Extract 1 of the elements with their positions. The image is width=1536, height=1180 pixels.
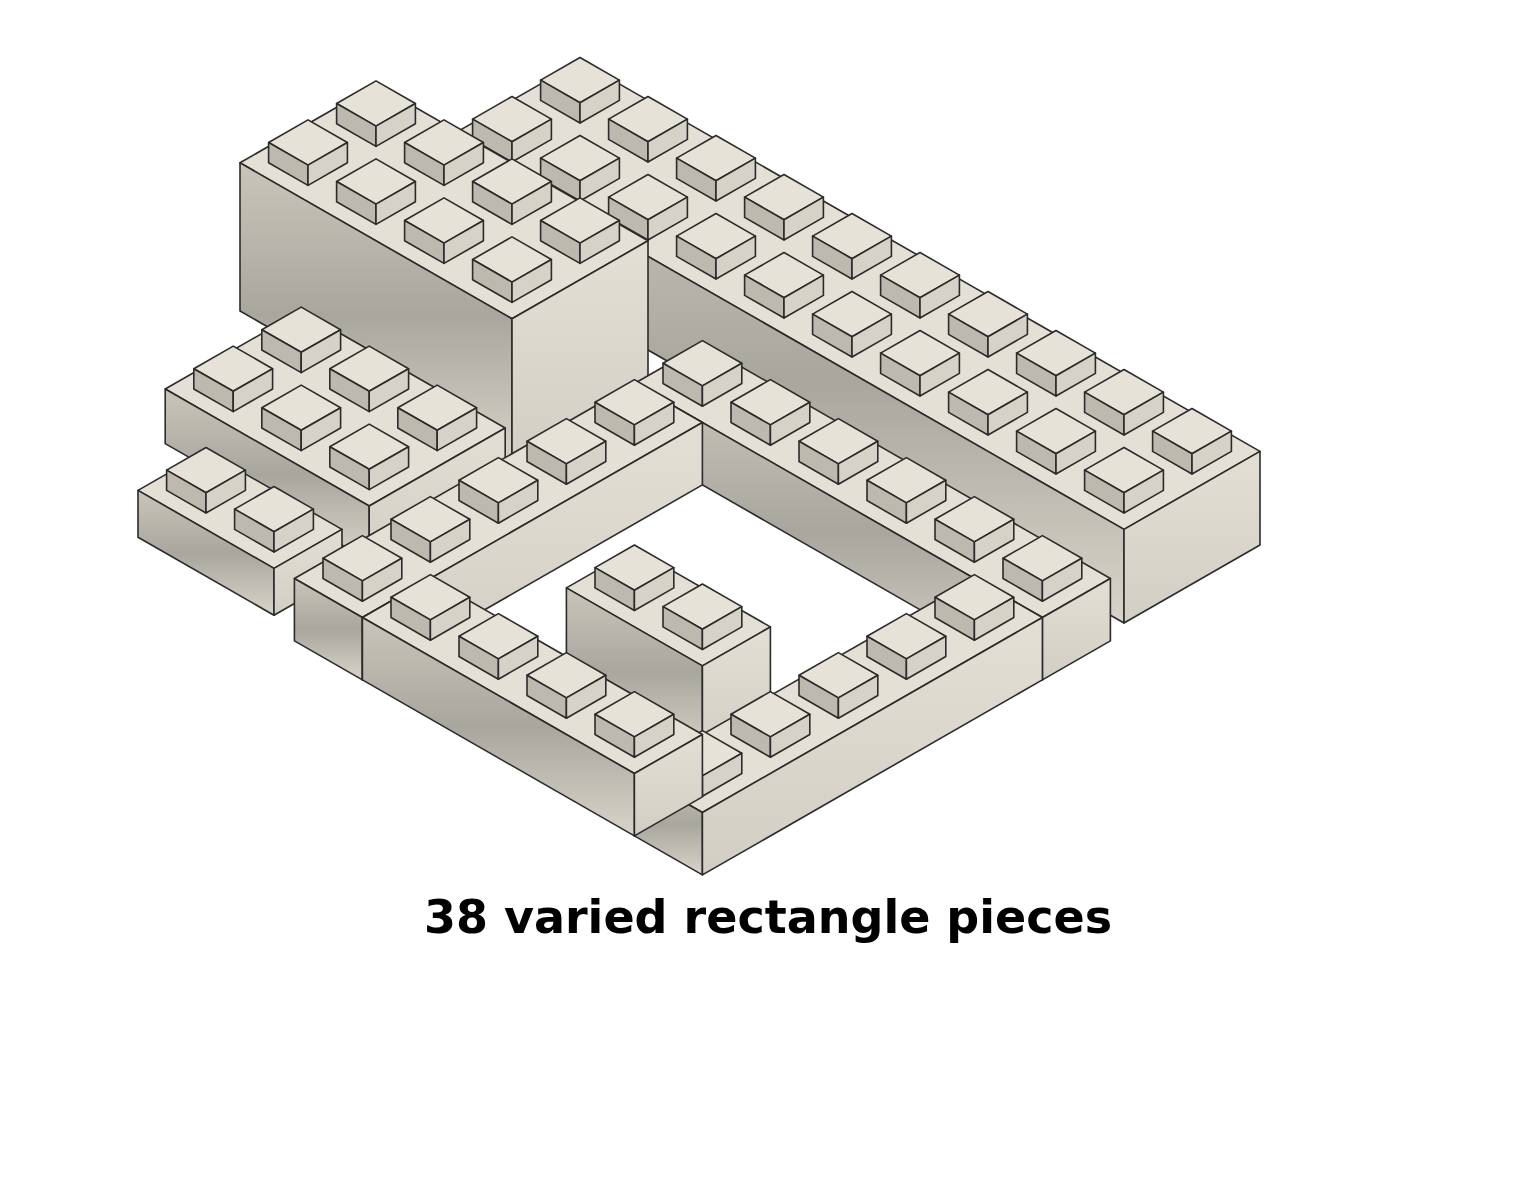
caption: 38 varied rectangle pieces xyxy=(423,890,1113,944)
